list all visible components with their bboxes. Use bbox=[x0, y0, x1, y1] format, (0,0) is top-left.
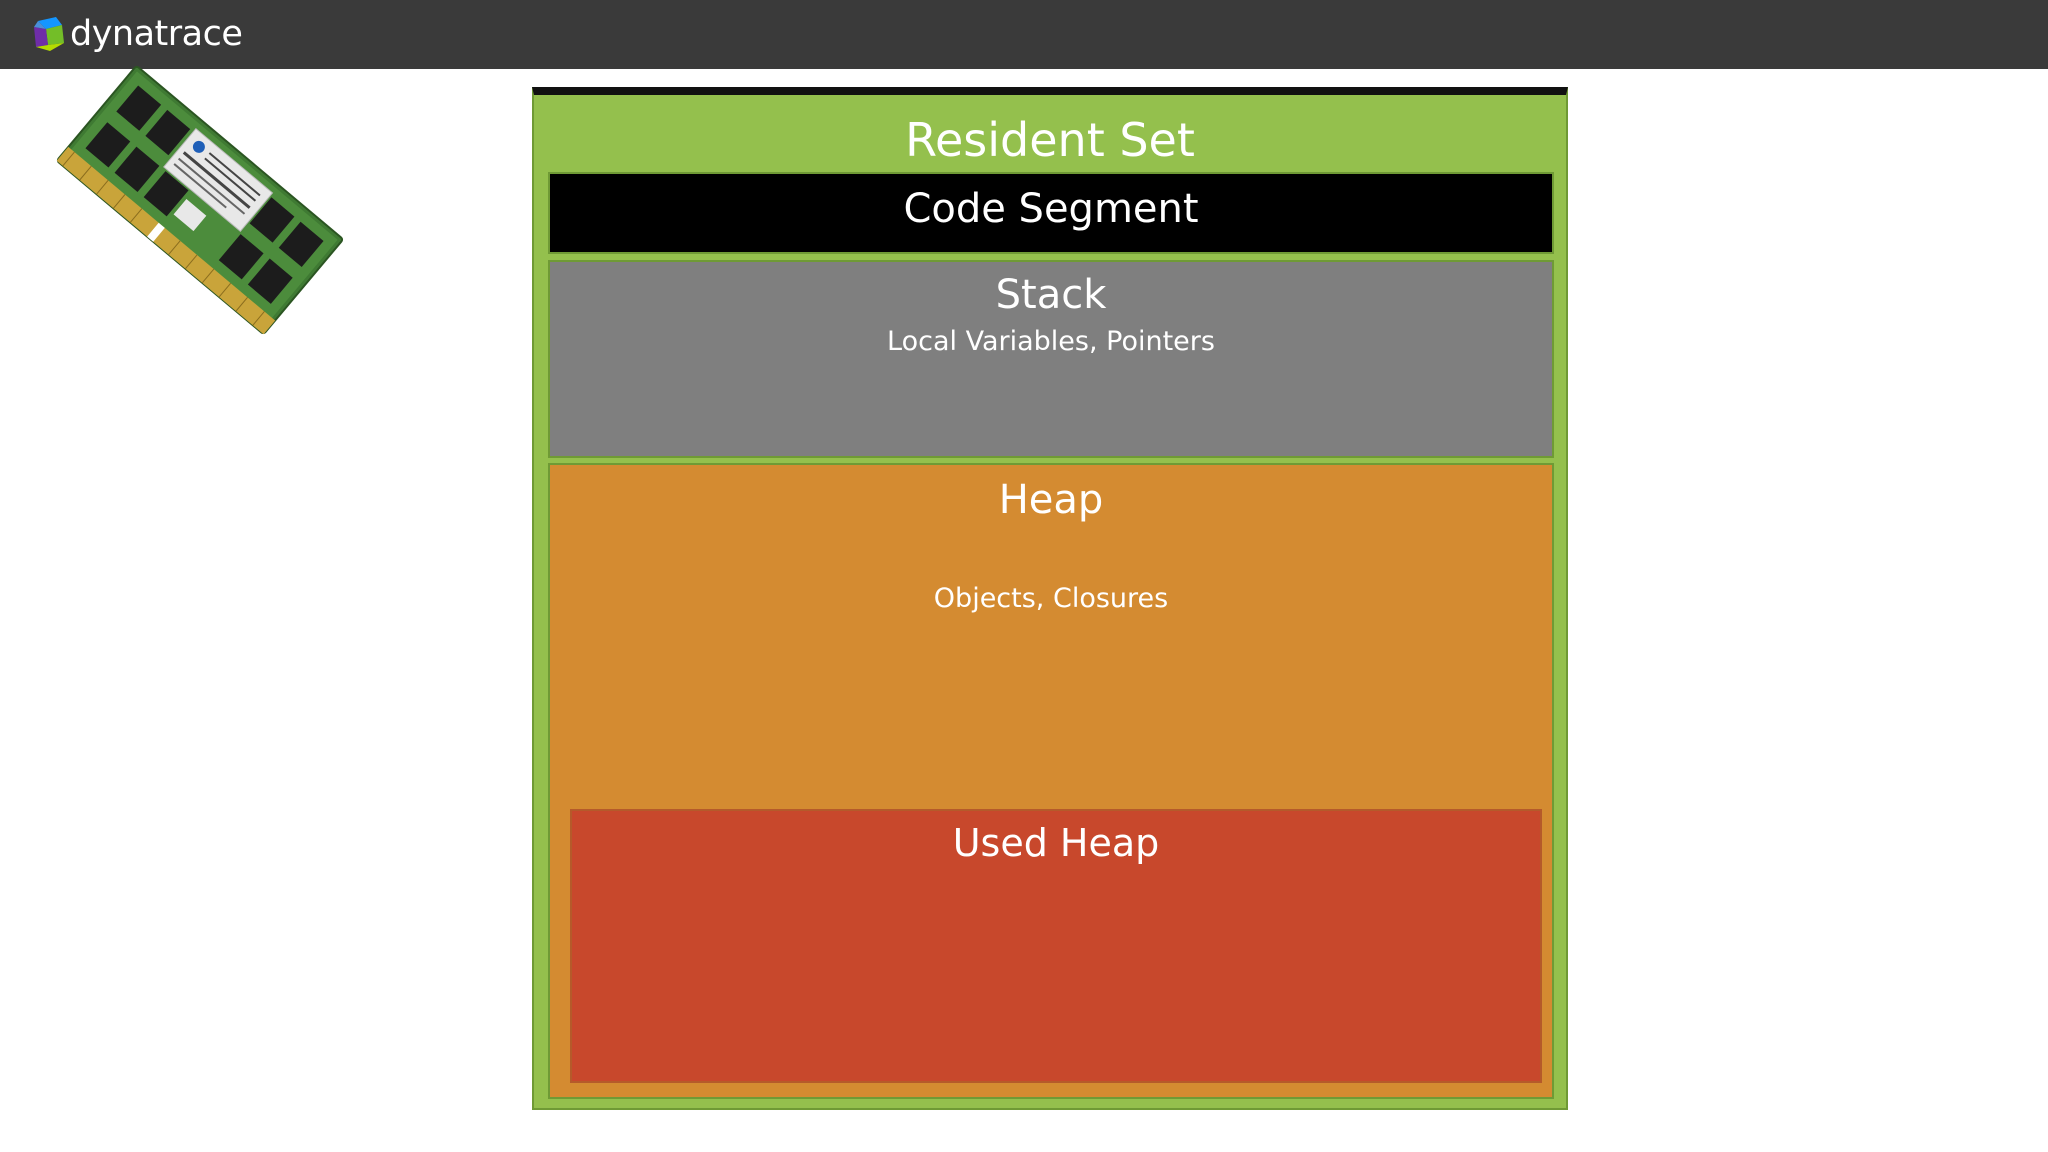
ram-module-image bbox=[50, 60, 350, 344]
heap-label: Heap bbox=[998, 477, 1104, 523]
resident-set-block: Resident Set Code Segment Stack Local Va… bbox=[532, 87, 1568, 1110]
stack-block: Stack Local Variables, Pointers bbox=[548, 260, 1554, 458]
code-segment-label: Code Segment bbox=[903, 186, 1199, 232]
header-bar: dynatrace bbox=[0, 0, 2048, 69]
dynatrace-logo[interactable]: dynatrace bbox=[34, 14, 243, 54]
resident-set-label: Resident Set bbox=[905, 113, 1195, 167]
heap-block: Heap Objects, Closures Used Heap bbox=[548, 463, 1554, 1099]
used-heap-label: Used Heap bbox=[952, 821, 1160, 865]
heap-sublabel: Objects, Closures bbox=[933, 583, 1169, 614]
brand-name: dynatrace bbox=[70, 14, 243, 54]
stack-sublabel: Local Variables, Pointers bbox=[887, 326, 1215, 357]
used-heap-block: Used Heap bbox=[570, 809, 1542, 1083]
code-segment-block: Code Segment bbox=[548, 172, 1554, 254]
dynatrace-logo-icon bbox=[34, 17, 64, 51]
stack-label: Stack bbox=[995, 272, 1107, 318]
ram-module-icon bbox=[56, 65, 344, 335]
